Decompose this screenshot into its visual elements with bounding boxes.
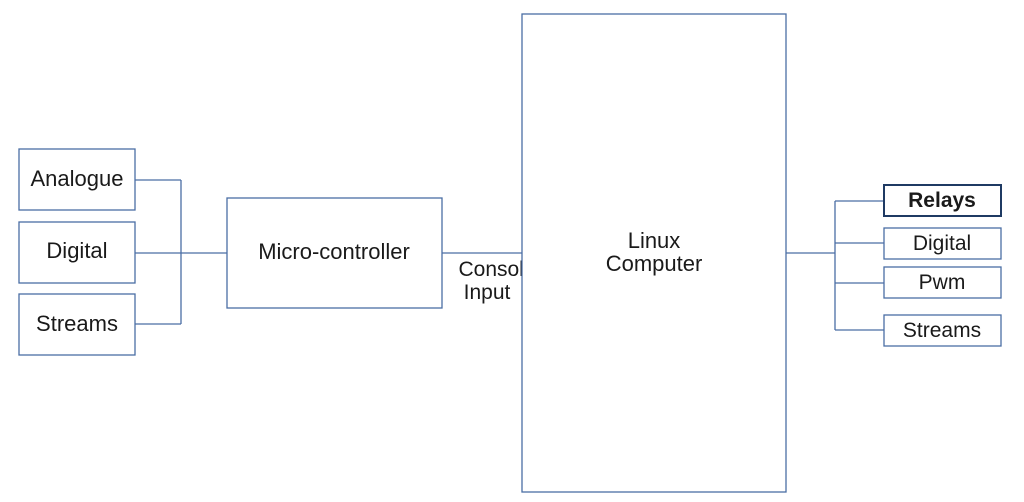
output-relays-label: Relays <box>908 189 976 212</box>
input-analogue-label: Analogue <box>31 166 124 191</box>
input-analogue-box: Analogue <box>18 148 136 211</box>
console-label-line1: Console <box>458 258 535 281</box>
input-digital-box: Digital <box>18 221 136 284</box>
console-label-line2: Input <box>464 281 511 304</box>
microcontroller-box: Micro-controller <box>226 197 443 309</box>
output-pwm-label: Pwm <box>919 271 966 294</box>
input-streams-label: Streams <box>36 311 118 336</box>
output-digital-box: Digital <box>883 227 1002 260</box>
input-connectors <box>135 179 227 325</box>
input-streams-box: Streams <box>18 293 136 356</box>
input-digital-label: Digital <box>46 238 107 263</box>
output-relays-box: Relays <box>883 184 1002 217</box>
output-connectors <box>786 200 884 331</box>
output-streams-label: Streams <box>903 319 981 342</box>
microcontroller-label: Micro-controller <box>258 239 410 264</box>
computer-label-line1: Linux <box>628 228 681 253</box>
output-digital-label: Digital <box>913 232 971 255</box>
linux-computer-box: Linux Computer <box>521 13 787 493</box>
output-streams-box: Streams <box>883 314 1002 347</box>
output-pwm-box: Pwm <box>883 266 1002 299</box>
computer-label-line2: Computer <box>606 251 703 276</box>
